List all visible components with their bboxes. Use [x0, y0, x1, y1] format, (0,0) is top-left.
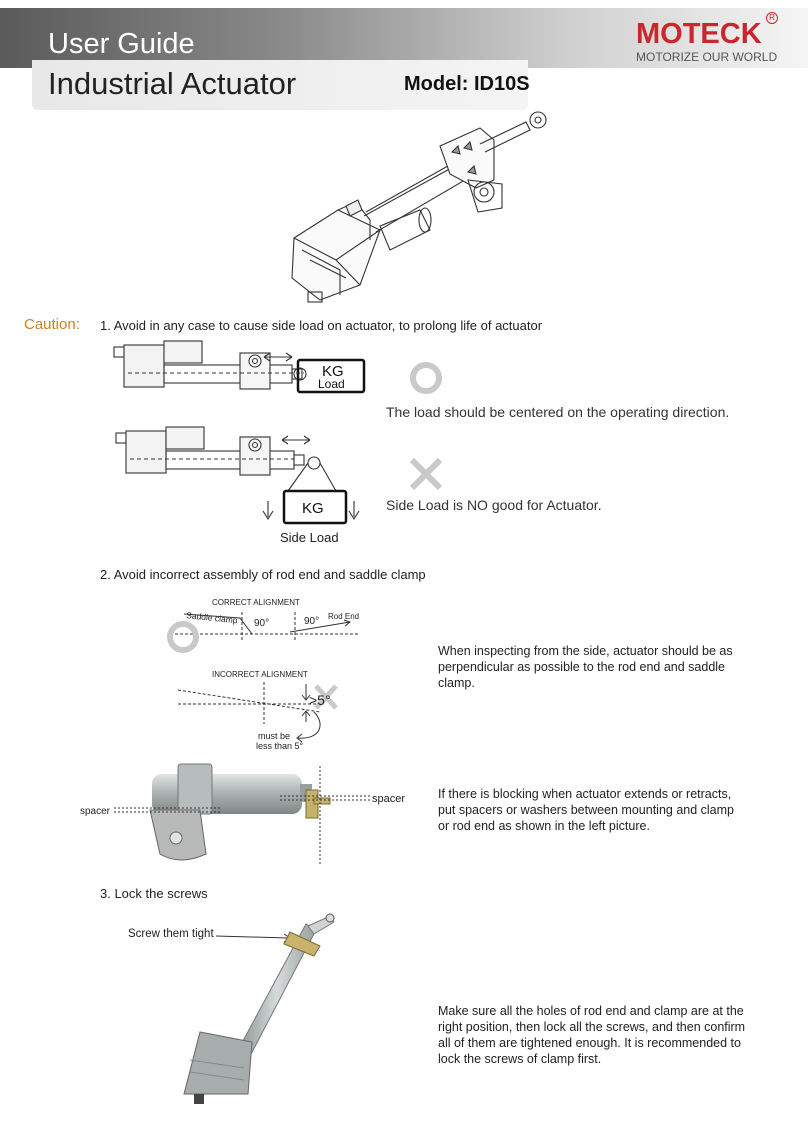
incorrect-alignment-label: INCORRECT ALIGNMENT	[212, 670, 308, 679]
correct-circle-mark-2	[164, 618, 202, 656]
correct-alignment-label: CORRECT ALIGNMENT	[212, 598, 300, 607]
product-title: Industrial Actuator	[48, 66, 296, 102]
actuator-illustration	[280, 110, 560, 315]
model-label: Model: ID10S	[404, 73, 530, 96]
lock-text: Make sure all the holes of rod end and c…	[438, 1003, 745, 1067]
guide-title: User Guide	[48, 28, 195, 61]
kg-label-2: KG	[302, 500, 324, 517]
brand-slogan: MOTORIZE OUR WORLD	[636, 50, 777, 64]
side-load-label: Side Load	[280, 530, 339, 545]
angle-90-left: 90°	[254, 618, 269, 629]
caution-label: Caution:	[24, 316, 80, 333]
locked-actuator-illustration	[160, 910, 380, 1130]
registered-mark: R	[766, 12, 778, 24]
centered-load-text: The load should be centered on the opera…	[386, 404, 729, 420]
spacer-illustration: spacer spacer	[80, 758, 420, 868]
rod-end-label: Rod End	[328, 612, 359, 621]
section3-title: 3. Lock the screws	[100, 886, 208, 901]
spacer-left-label: spacer	[80, 806, 111, 817]
load-label: Load	[318, 377, 345, 391]
must-be-label: must be	[258, 731, 290, 741]
brand-logo: MOTECK	[636, 18, 762, 51]
centered-load-diagram: KG Load	[108, 335, 378, 400]
spacer-right-label: spacer	[372, 793, 405, 805]
angle-gt5-label: >5°	[309, 692, 331, 708]
incorrect-cross-mark	[406, 456, 446, 492]
blocking-text: If there is blocking when actuator exten…	[438, 786, 734, 834]
correct-circle-mark	[408, 360, 444, 396]
inspect-text: When inspecting from the side, actuator …	[438, 643, 733, 691]
less-than-label: less than 5°	[256, 741, 304, 751]
side-load-text: Side Load is NO good for Actuator.	[386, 497, 602, 513]
angle-90-right: 90°	[304, 616, 319, 627]
caution-item-1: 1. Avoid in any case to cause side load …	[100, 318, 542, 333]
incorrect-alignment-diagram: INCORRECT ALIGNMENT >5° must be less tha…	[170, 664, 350, 754]
side-load-diagram: KG Side Load	[110, 425, 370, 553]
section2-title: 2. Avoid incorrect assembly of rod end a…	[100, 567, 426, 582]
